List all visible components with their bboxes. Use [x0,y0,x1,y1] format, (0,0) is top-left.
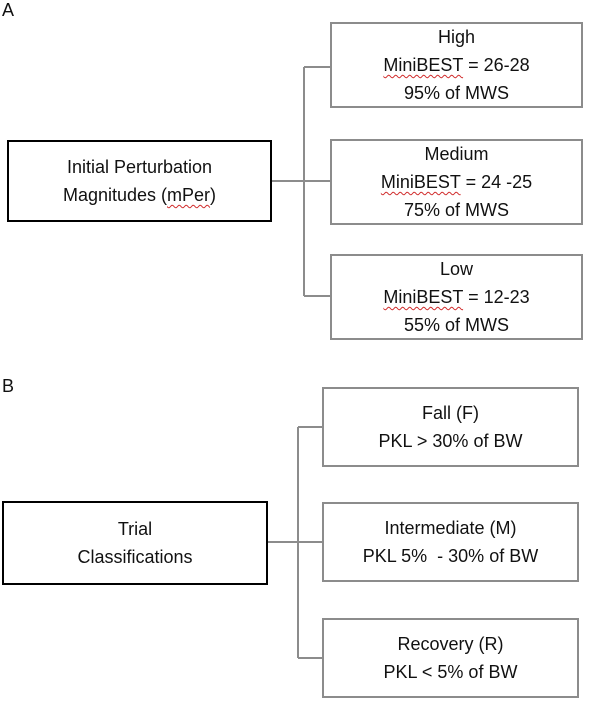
medium-speed: 75% of MWS [403,200,510,220]
fall-criterion: PKL > 30% of BW [378,431,523,451]
low-speed: 55% of MWS [403,315,510,335]
low-minibest: MiniBEST = 12-23 [383,287,530,307]
root-line2: Magnitudes (mPer) [62,185,217,205]
high-minibest: MiniBEST = 26-28 [383,55,530,75]
intermediate-criterion: PKL 5% - 30% of BW [362,546,539,566]
trial-classifications-root-box: Trial Classifications [2,501,268,585]
panel-a-label: A [2,0,15,20]
medium-title: Medium [424,144,489,164]
intermediate-class-box: Intermediate (M) PKL 5% - 30% of BW [322,502,579,582]
low-title: Low [439,259,474,279]
low-magnitude-box: Low MiniBEST = 12-23 55% of MWS [330,254,583,340]
fall-title: Fall (F) [422,403,479,423]
trial-root-line2: Classifications [77,547,193,567]
intermediate-title: Intermediate (M) [384,518,517,538]
medium-magnitude-box: Medium MiniBEST = 24 -25 75% of MWS [330,139,583,225]
medium-minibest: MiniBEST = 24 -25 [380,172,533,192]
recovery-criterion: PKL < 5% of BW [383,662,518,682]
high-speed: 95% of MWS [403,83,510,103]
root-line1: Initial Perturbation [66,157,213,177]
high-magnitude-box: High MiniBEST = 26-28 95% of MWS [330,22,583,108]
mper-term: mPer [167,185,211,205]
panel-b-label: B [2,376,15,396]
recovery-class-box: Recovery (R) PKL < 5% of BW [322,618,579,698]
high-title: High [437,27,476,47]
trial-root-line1: Trial [117,519,153,539]
recovery-title: Recovery (R) [397,634,504,654]
perturbation-root-box: Initial Perturbation Magnitudes (mPer) [7,140,272,222]
fall-class-box: Fall (F) PKL > 30% of BW [322,387,579,467]
